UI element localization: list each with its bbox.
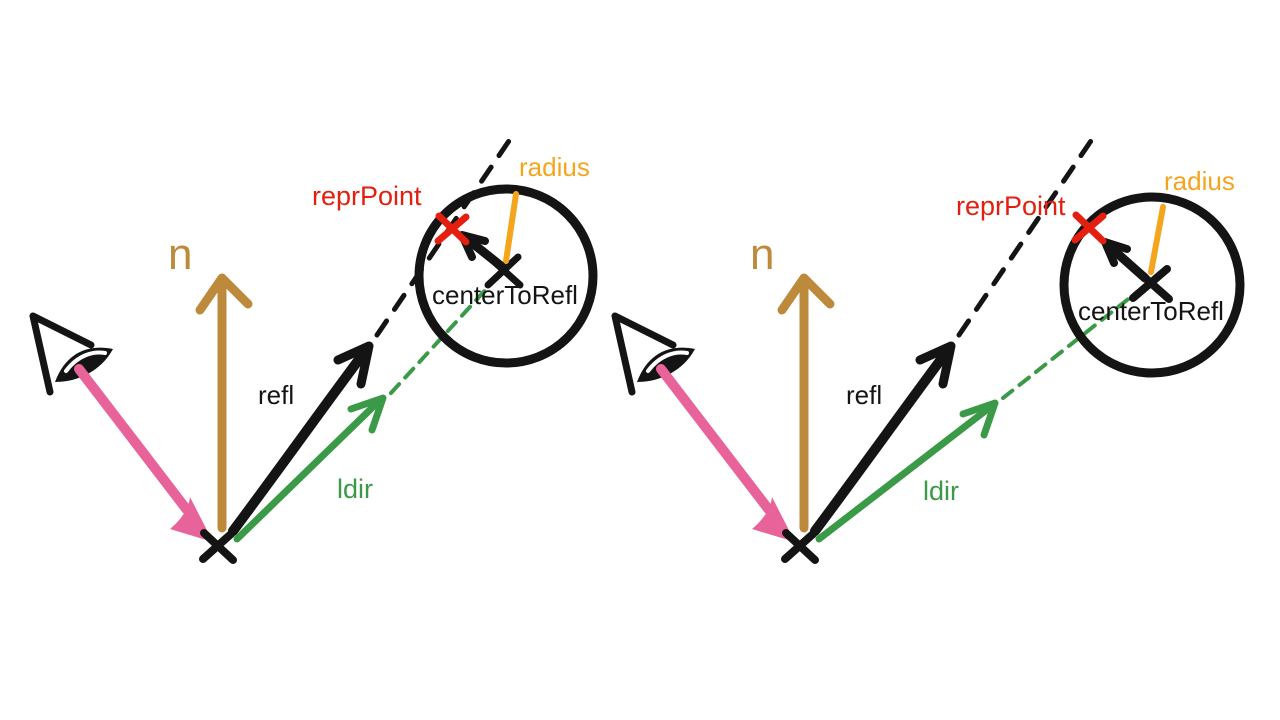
sphere-circle (1059, 192, 1245, 378)
ldir-arrow-shaft (233, 399, 381, 543)
eye-highlight (646, 350, 689, 373)
ldir-ray-dashed (1001, 283, 1148, 400)
refl-label: refl (846, 380, 882, 410)
ldir-label: ldir (923, 476, 959, 506)
eye-cone-lines (611, 312, 677, 396)
radius-label: radius (519, 152, 590, 182)
refl-label: refl (258, 380, 294, 410)
ldir-ray-dashed (389, 271, 503, 395)
ldir-arrow-shaft (815, 404, 993, 543)
eye-almond (637, 347, 695, 382)
center-to-refl-label: centerToRefl (432, 280, 578, 310)
ldir-arrow (233, 394, 387, 543)
view-arrow (74, 364, 213, 542)
refl-arrow (228, 341, 374, 536)
radius-line (1148, 204, 1166, 275)
repr-point-label: reprPoint (312, 181, 422, 211)
normal-label: n (750, 230, 774, 279)
surface-point-x (781, 529, 819, 564)
refl-arrow (810, 341, 956, 536)
normal-arrow (777, 273, 835, 533)
normal-arrow-head (777, 273, 835, 315)
repr-point-x (1071, 211, 1107, 245)
normal-arrow (195, 273, 253, 533)
center-to-refl-shaft (461, 233, 506, 271)
normal-arrow-head (195, 273, 253, 315)
eye-cone-lines (29, 312, 95, 396)
view-arrow (656, 364, 795, 542)
ldir-arrow-head (959, 399, 999, 439)
refl-arrow-head (915, 341, 956, 389)
repr-point-label: reprPoint (956, 191, 1066, 221)
sphere-circle (414, 184, 598, 368)
refl-arrow-shaft (228, 345, 371, 536)
ldir-arrow (815, 399, 999, 543)
center-to-refl-arrow (1101, 238, 1150, 283)
center-to-refl-label: centerToRefl (1078, 296, 1224, 326)
refl-ray-dashed (956, 129, 1100, 338)
view-arrow-shaft (656, 364, 774, 515)
eye-icon (611, 312, 695, 396)
eye-highlight (64, 350, 107, 373)
refl-arrow-shaft (810, 345, 953, 536)
refl-arrow-head (333, 341, 374, 389)
ldir-arrow-head (347, 394, 387, 434)
surface-point-x (199, 529, 237, 564)
normal-label: n (168, 230, 192, 279)
panel-left: n refl ldir radius centerToRefl reprPoin… (29, 129, 598, 564)
radius-line (503, 191, 519, 264)
view-arrow-shaft (74, 364, 192, 515)
eye-almond (55, 347, 113, 382)
center-to-refl-shaft (1104, 241, 1150, 283)
eye-icon (29, 312, 113, 396)
ldir-label: ldir (337, 474, 373, 504)
repr-point-x (434, 212, 470, 246)
panel-right: n refl ldir radius centerToRefl reprPoin… (611, 129, 1245, 564)
radius-label: radius (1164, 166, 1235, 196)
